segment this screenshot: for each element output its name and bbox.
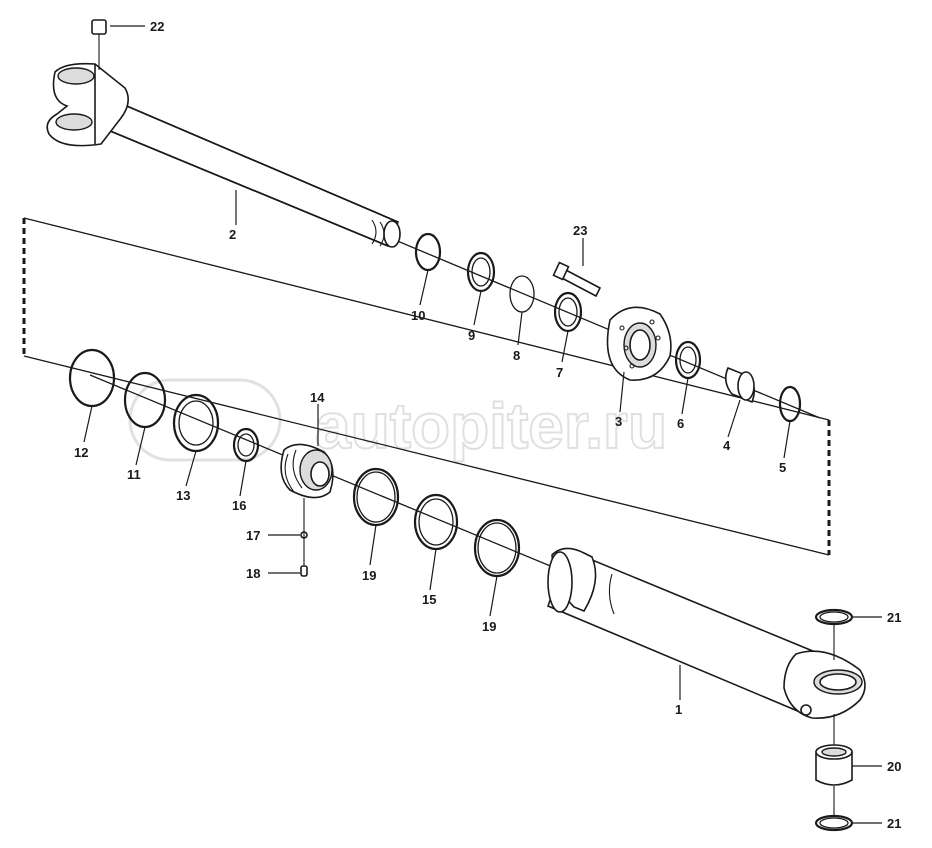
callout-10: 10 [411,308,425,323]
callout-19-b: 19 [482,619,496,634]
callout-6: 6 [677,416,684,431]
callout-18: 18 [246,566,260,581]
cylinder-tube [546,547,866,719]
ring-12 [68,348,116,408]
leader-lines [83,25,882,824]
grease-nipple [91,19,107,70]
bushing-20 [815,744,853,786]
callout-13: 13 [176,488,190,503]
callout-5: 5 [779,460,786,475]
seal-21-top [814,608,854,626]
callout-14: 14 [310,390,325,405]
watermark: autopiter.ru [128,378,668,463]
backup-ring-13 [172,393,220,453]
bushing-4 [724,366,756,404]
guide-ring-19a [352,467,400,527]
guide-ring-19b [473,518,521,578]
callout-16: 16 [232,498,246,513]
callout-labels: 22 2 10 9 8 7 23 3 6 4 5 12 11 13 16 14 … [74,19,901,831]
callout-17: 17 [246,528,260,543]
callout-21-bottom: 21 [887,816,901,831]
o-ring-8 [509,275,535,313]
callout-15: 15 [422,592,436,607]
callout-22: 22 [150,19,164,34]
callout-4: 4 [723,438,731,453]
bolt-23 [552,261,602,298]
callout-12: 12 [74,445,88,460]
piston-rod [46,62,401,248]
assembly-phantom-outline [22,217,831,556]
callout-23: 23 [573,223,587,238]
callout-20: 20 [887,759,901,774]
callout-1: 1 [675,702,682,717]
callout-3: 3 [615,414,622,429]
callout-2: 2 [229,227,236,242]
callout-19-a: 19 [362,568,376,583]
seal-6 [674,340,702,380]
piston-seal-15 [413,493,459,551]
cylinder-head [606,306,672,381]
snap-ring-10 [414,232,442,272]
callout-7: 7 [556,365,563,380]
set-screw-18 [300,565,308,577]
piston-14 [280,443,334,499]
callout-9: 9 [468,328,475,343]
ring-11 [123,371,167,429]
rod-seal-9 [466,251,496,293]
seal-21-bottom [814,814,854,832]
seal-16 [232,427,260,463]
snap-ring-5 [778,385,802,423]
callout-11: 11 [127,467,141,482]
callout-8: 8 [513,348,520,363]
callout-21-top: 21 [887,610,901,625]
watermark-text: autopiter.ru [315,390,667,462]
